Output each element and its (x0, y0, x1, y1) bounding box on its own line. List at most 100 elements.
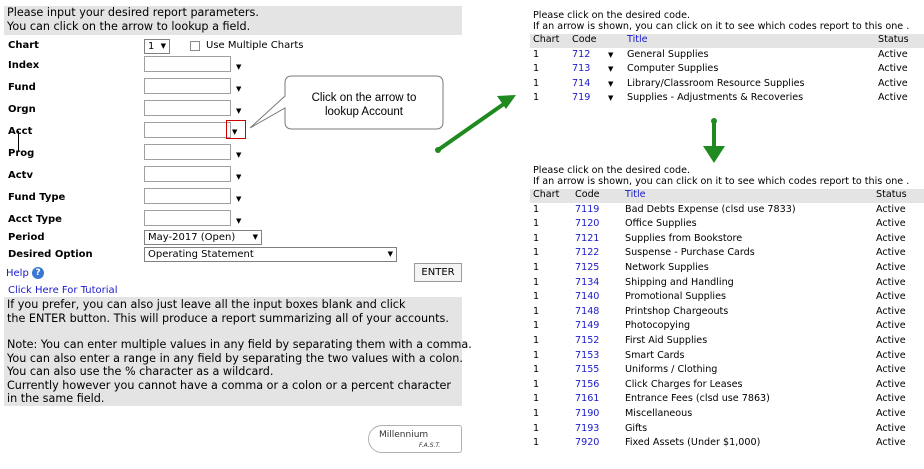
header-status: Status (878, 34, 909, 45)
fund-type-lookup-arrow-icon[interactable]: ▼ (236, 195, 242, 203)
help-link[interactable]: Help ? (6, 267, 44, 279)
callout-line-2: lookup Account (324, 106, 403, 118)
cell-code[interactable]: 7148 (575, 305, 600, 317)
header-title: Title (625, 189, 646, 200)
desired-option-select[interactable]: Operating Statement ▼ (144, 247, 397, 262)
acct-type-lookup-arrow-icon[interactable]: ▼ (236, 217, 242, 225)
chevron-down-icon: ▼ (387, 250, 393, 258)
callout-text: Click on the arrow to lookup Account (286, 91, 442, 119)
cell-code[interactable]: 7125 (575, 262, 600, 273)
tutorial-link[interactable]: Click Here For Tutorial (8, 285, 118, 296)
green-arrow-right-tail (435, 147, 441, 153)
bottom-intro-1: Please click on the desired code. (533, 165, 691, 176)
drilldown-arrow-icon[interactable]: ▼ (608, 94, 614, 103)
cell-code[interactable]: 713 (572, 63, 591, 75)
instructions-panel: Please input your desired report paramet… (4, 6, 462, 35)
cell-status: Active (876, 437, 906, 449)
acct-label: Acct (8, 126, 33, 137)
instructions-line-2: You can click on the arrow to lookup a f… (7, 19, 251, 33)
acct-type-label: Acct Type (8, 214, 62, 225)
multiple-charts-checkbox[interactable] (190, 41, 200, 51)
cell-code[interactable]: 7122 (575, 247, 600, 259)
header-title: Title (627, 34, 648, 45)
header-code: Code (572, 34, 597, 45)
acct-type-input[interactable] (144, 210, 231, 226)
cell-chart: 1 (533, 232, 540, 244)
index-lookup-arrow-icon[interactable]: ▼ (236, 63, 242, 71)
cell-code[interactable]: 712 (572, 48, 591, 60)
period-select-value: May-2017 (Open) (148, 232, 236, 243)
fund-lookup-arrow-icon[interactable]: ▼ (236, 85, 242, 93)
cell-status: Active (876, 276, 906, 288)
cell-status: Active (876, 408, 906, 419)
top-intro-2: If an arrow is shown, you can click on i… (533, 21, 910, 32)
cell-status: Active (876, 349, 906, 361)
cell-code[interactable]: 7152 (575, 335, 600, 346)
orgn-input[interactable] (144, 100, 231, 116)
cell-chart: 1 (533, 77, 540, 89)
acct-lookup-highlight (226, 120, 246, 139)
cell-title: Office Supplies (625, 218, 697, 230)
actv-input[interactable] (144, 166, 231, 182)
enter-button[interactable]: ENTER (414, 263, 462, 282)
orgn-lookup-arrow-icon[interactable]: ▼ (236, 107, 242, 115)
cell-code[interactable]: 719 (572, 92, 591, 104)
cell-code[interactable]: 7119 (575, 203, 600, 215)
cell-chart: 1 (533, 48, 540, 60)
actv-lookup-arrow-icon[interactable]: ▼ (236, 173, 242, 181)
cell-chart: 1 (533, 291, 540, 303)
cell-code[interactable]: 7153 (575, 349, 600, 361)
cell-code[interactable]: 7920 (575, 437, 600, 449)
green-arrow-down-tail (711, 118, 717, 124)
cell-code[interactable]: 7134 (575, 276, 600, 288)
cell-code[interactable]: 714 (572, 77, 591, 89)
index-input[interactable] (144, 56, 231, 72)
cell-chart: 1 (533, 305, 540, 317)
fund-input[interactable] (144, 78, 231, 94)
cell-code[interactable]: 7193 (575, 422, 600, 434)
cell-code[interactable]: 7120 (575, 218, 600, 230)
cell-chart: 1 (533, 276, 540, 288)
cell-title: Bad Debts Expense (clsd use 7833) (625, 203, 796, 215)
chart-select-value: 1 (148, 41, 155, 52)
cell-chart: 1 (533, 364, 540, 376)
period-select[interactable]: May-2017 (Open) ▼ (144, 230, 262, 245)
drilldown-arrow-icon[interactable]: ▼ (608, 65, 614, 74)
cell-code[interactable]: 7190 (575, 408, 600, 419)
info-line: the ENTER button. This will produce a re… (7, 311, 449, 325)
chart-select[interactable]: 1 ▼ (144, 39, 170, 54)
acct-input[interactable] (144, 122, 231, 138)
cell-chart: 1 (533, 378, 540, 390)
cell-code[interactable]: 7156 (575, 378, 600, 390)
cell-status: Active (876, 291, 906, 303)
cell-chart: 1 (533, 422, 540, 434)
cell-status: Active (876, 393, 906, 405)
cell-code[interactable]: 7161 (575, 393, 600, 405)
prog-lookup-arrow-icon[interactable]: ▼ (236, 151, 242, 159)
cell-status: Active (878, 63, 908, 75)
cell-code[interactable]: 7121 (575, 232, 600, 244)
drilldown-arrow-icon[interactable]: ▼ (608, 50, 614, 59)
cell-code[interactable]: 7140 (575, 291, 600, 303)
cell-title: Supplies from Bookstore (625, 232, 743, 244)
acct-lookup-arrow-icon[interactable]: ▼ (232, 128, 238, 136)
actv-label: Actv (8, 170, 33, 181)
drilldown-arrow-icon[interactable]: ▼ (608, 79, 614, 88)
fund-type-input[interactable] (144, 188, 231, 204)
cell-title: First Aid Supplies (625, 335, 708, 346)
cell-code[interactable]: 7149 (575, 320, 600, 332)
chevron-down-icon: ▼ (160, 42, 166, 50)
header-code: Code (575, 189, 600, 200)
cell-code[interactable]: 7155 (575, 364, 600, 376)
prog-input[interactable] (144, 144, 231, 160)
info-panel: If you prefer, you can also just leave a… (4, 297, 472, 406)
